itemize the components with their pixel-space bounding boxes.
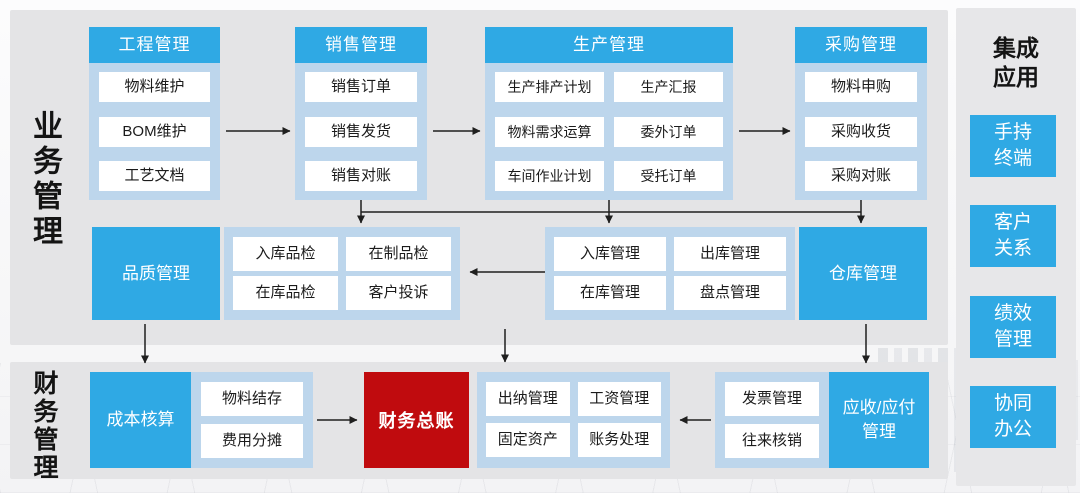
integration-title-text: 集成应用 xyxy=(993,35,1039,90)
receivable-items-container: 发票管理 往来核销 xyxy=(715,372,829,468)
module-item: 固定资产 xyxy=(486,422,570,457)
module-item: 车间作业计划 xyxy=(495,161,604,191)
column-sales: 销售管理 销售订单 销售发货 销售对账 xyxy=(295,27,427,200)
integration-item-label: 协同办公 xyxy=(993,393,1032,440)
module-item: 生产排产计划 xyxy=(495,72,604,102)
module-item: 物料维护 xyxy=(99,72,210,102)
cost-items-container: 物料结存 费用分摊 xyxy=(191,372,313,468)
integration-title: 集成应用 xyxy=(956,34,1076,92)
receivable-payable-block: 应收/应付管理 xyxy=(829,372,929,468)
module-item: 发票管理 xyxy=(725,382,819,416)
finance-management-label: 财务管理 xyxy=(30,370,58,482)
module-item: 出库管理 xyxy=(674,237,786,271)
general-ledger-block: 财务总账 xyxy=(364,372,469,468)
module-item: 出纳管理 xyxy=(486,382,570,416)
engineering-body: 物料维护 BOM维护 工艺文档 xyxy=(89,63,220,200)
module-item: 销售对账 xyxy=(305,161,417,191)
engineering-header: 工程管理 xyxy=(89,27,220,63)
purchasing-body: 物料申购 采购收货 采购对账 xyxy=(795,63,927,200)
receivable-payable-label: 应收/应付管理 xyxy=(842,398,916,441)
integration-item-label: 客户关系 xyxy=(993,212,1032,259)
column-production: 生产管理 生产排产计划 生产汇报 物料需求运算 委外订单 车间作业计划 受托订单 xyxy=(485,27,733,200)
module-item: 在库管理 xyxy=(554,276,666,310)
quality-management-block: 品质管理 xyxy=(92,227,220,320)
module-item: 工艺文档 xyxy=(99,161,210,191)
module-item: 物料结存 xyxy=(201,382,303,416)
column-purchasing: 采购管理 物料申购 采购收货 采购对账 xyxy=(795,27,927,200)
module-item: 入库管理 xyxy=(554,237,666,271)
cost-accounting-block: 成本核算 xyxy=(90,372,191,468)
module-item: 采购收货 xyxy=(805,116,917,147)
module-item: 物料申购 xyxy=(805,72,917,102)
module-item: 工资管理 xyxy=(577,382,661,416)
module-item: 物料需求运算 xyxy=(495,116,604,147)
module-item: 费用分摊 xyxy=(201,424,303,458)
module-item: 入库品检 xyxy=(233,237,338,271)
integration-item-label: 绩效管理 xyxy=(993,303,1032,350)
integration-item-office: 协同办公 xyxy=(970,386,1056,448)
sales-body: 销售订单 销售发货 销售对账 xyxy=(295,63,427,200)
module-item: 客户投诉 xyxy=(346,276,451,310)
integration-item-handheld: 手持终端 xyxy=(970,115,1056,177)
module-item: 在库品检 xyxy=(233,276,338,310)
module-item: 在制品检 xyxy=(346,237,451,271)
sales-header: 销售管理 xyxy=(295,27,427,63)
production-body: 生产排产计划 生产汇报 物料需求运算 委外订单 车间作业计划 受托订单 xyxy=(485,63,733,200)
module-item: BOM维护 xyxy=(99,116,210,147)
purchasing-header: 采购管理 xyxy=(795,27,927,63)
integration-item-crm: 客户关系 xyxy=(970,205,1056,267)
business-management-label: 业务管理 xyxy=(28,110,61,250)
integration-item-label: 手持终端 xyxy=(993,122,1032,169)
warehouse-management-block: 仓库管理 xyxy=(799,227,927,320)
warehouse-items-container: 入库管理 出库管理 在库管理 盘点管理 xyxy=(545,227,795,320)
module-item: 销售订单 xyxy=(305,72,417,102)
quality-items-container: 入库品检 在制品检 在库品检 客户投诉 xyxy=(224,227,460,320)
module-item: 受托订单 xyxy=(614,161,723,191)
module-item: 往来核销 xyxy=(725,424,819,458)
module-item: 账务处理 xyxy=(577,422,661,457)
finance-ops-container: 出纳管理 工资管理 固定资产 账务处理 xyxy=(477,372,670,468)
column-engineering: 工程管理 物料维护 BOM维护 工艺文档 xyxy=(89,27,220,200)
module-item: 采购对账 xyxy=(805,161,917,191)
production-header: 生产管理 xyxy=(485,27,733,63)
integration-item-performance: 绩效管理 xyxy=(970,296,1056,358)
module-item: 盘点管理 xyxy=(674,276,786,310)
module-item: 委外订单 xyxy=(614,116,723,147)
module-item: 销售发货 xyxy=(305,116,417,147)
module-item: 生产汇报 xyxy=(614,72,723,102)
